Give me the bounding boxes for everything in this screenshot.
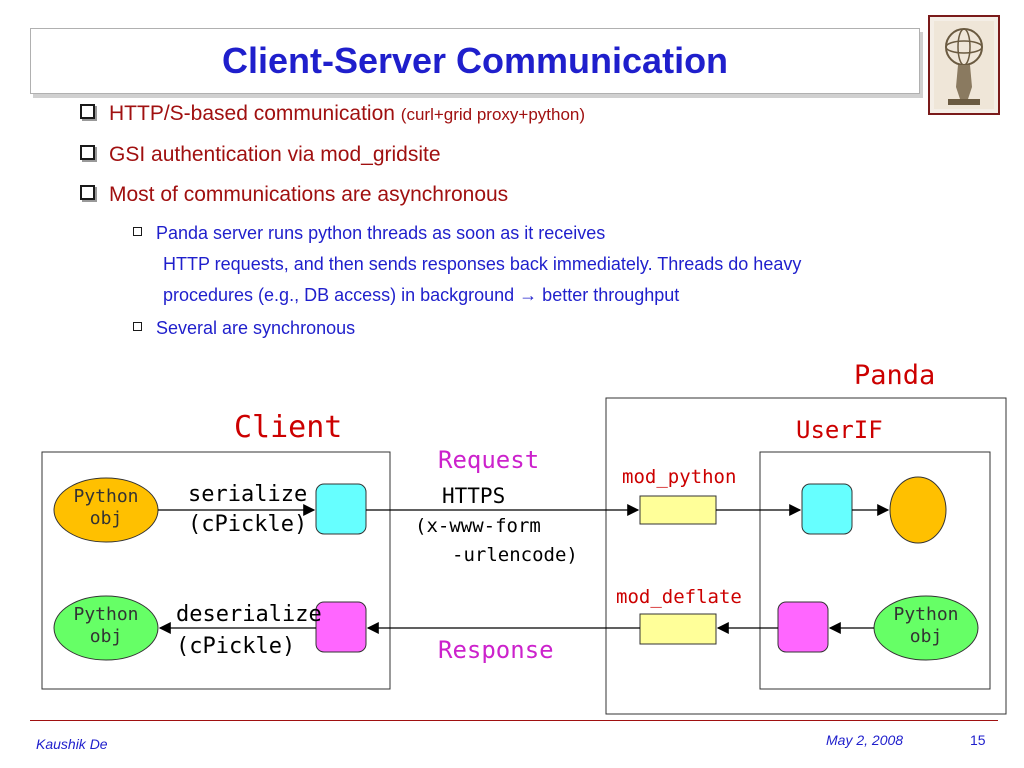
label-deserialize: deserialize bbox=[176, 602, 322, 627]
label-serialize: serialize bbox=[188, 482, 308, 507]
bullet-box-icon bbox=[80, 185, 95, 200]
sub-bullet-1-line3: procedures (e.g., DB access) in backgrou… bbox=[163, 285, 680, 305]
python-obj-1-line2: obj bbox=[89, 508, 123, 529]
label-request: Request bbox=[438, 446, 540, 474]
bullet-box-icon bbox=[80, 104, 95, 119]
page-title: Client-Server Communication bbox=[221, 40, 729, 81]
python-obj-green-client bbox=[53, 595, 159, 661]
mod-deflate-box bbox=[639, 613, 717, 645]
python-obj-1-line1: Python bbox=[73, 486, 139, 507]
cyan-square-server bbox=[801, 483, 853, 535]
atlas-logo bbox=[928, 15, 1000, 115]
footer-date: May 2, 2008 bbox=[826, 732, 904, 748]
python-obj-2-line2: obj bbox=[89, 626, 123, 647]
python-obj-3-line2: obj bbox=[909, 626, 943, 647]
label-urlencode: -urlencode) bbox=[452, 544, 578, 566]
sub-bullet-1-line2: HTTP requests, and then sends responses … bbox=[163, 254, 802, 274]
footer-author: Kaushik De bbox=[36, 736, 108, 752]
sub-bullet-box-icon bbox=[133, 227, 142, 236]
label-xwww: (x-www-form bbox=[415, 515, 541, 537]
label-mod-python: mod_python bbox=[622, 466, 737, 488]
orange-circle-server bbox=[889, 476, 947, 544]
python-obj-label-2: Python obj bbox=[68, 604, 144, 648]
python-obj-label-3: Python obj bbox=[888, 604, 964, 648]
bullet-3: Most of communications are asynchronous bbox=[80, 183, 508, 207]
bullet-box-icon bbox=[80, 145, 95, 160]
label-panda: Panda bbox=[854, 360, 936, 391]
sub-bullet-2-text: Several are synchronous bbox=[156, 318, 356, 338]
bullet-1: HTTP/S-based communication (curl+grid pr… bbox=[80, 102, 585, 126]
cyan-square-client bbox=[315, 483, 367, 535]
label-response: Response bbox=[438, 636, 554, 664]
magenta-square-client bbox=[315, 601, 367, 653]
bullet-1-subtext: (curl+grid proxy+python) bbox=[400, 105, 586, 124]
bullet-2-text: GSI authentication via mod_gridsite bbox=[109, 143, 441, 166]
label-https: HTTPS bbox=[442, 484, 506, 508]
python-obj-2-line1: Python bbox=[73, 604, 139, 625]
mod-python-box bbox=[639, 495, 717, 525]
python-obj-3-line1: Python bbox=[893, 604, 959, 625]
bullet-1-text: HTTP/S-based communication bbox=[109, 102, 395, 125]
sub-bullet-box-icon bbox=[133, 322, 142, 331]
sub-bullet-1-line1: Panda server runs python threads as soon… bbox=[156, 223, 606, 243]
label-cpickle-1: (cPickle) bbox=[188, 512, 308, 537]
label-mod-deflate: mod_deflate bbox=[616, 586, 742, 608]
title-box: Client-Server Communication bbox=[30, 28, 920, 94]
label-client: Client bbox=[234, 410, 343, 445]
label-userif: UserIF bbox=[796, 416, 883, 444]
sub-bullet-2: Several are synchronous bbox=[133, 313, 355, 344]
label-cpickle-2: (cPickle) bbox=[176, 634, 296, 659]
footer-divider bbox=[30, 720, 998, 721]
magenta-square-server bbox=[777, 601, 829, 653]
python-obj-label-1: Python obj bbox=[68, 486, 144, 530]
bullet-3-text: Most of communications are asynchronous bbox=[109, 183, 509, 206]
bullet-2: GSI authentication via mod_gridsite bbox=[80, 143, 441, 167]
footer-page-number: 15 bbox=[970, 732, 986, 748]
sub-bullet-1: Panda server runs python threads as soon… bbox=[133, 218, 801, 311]
